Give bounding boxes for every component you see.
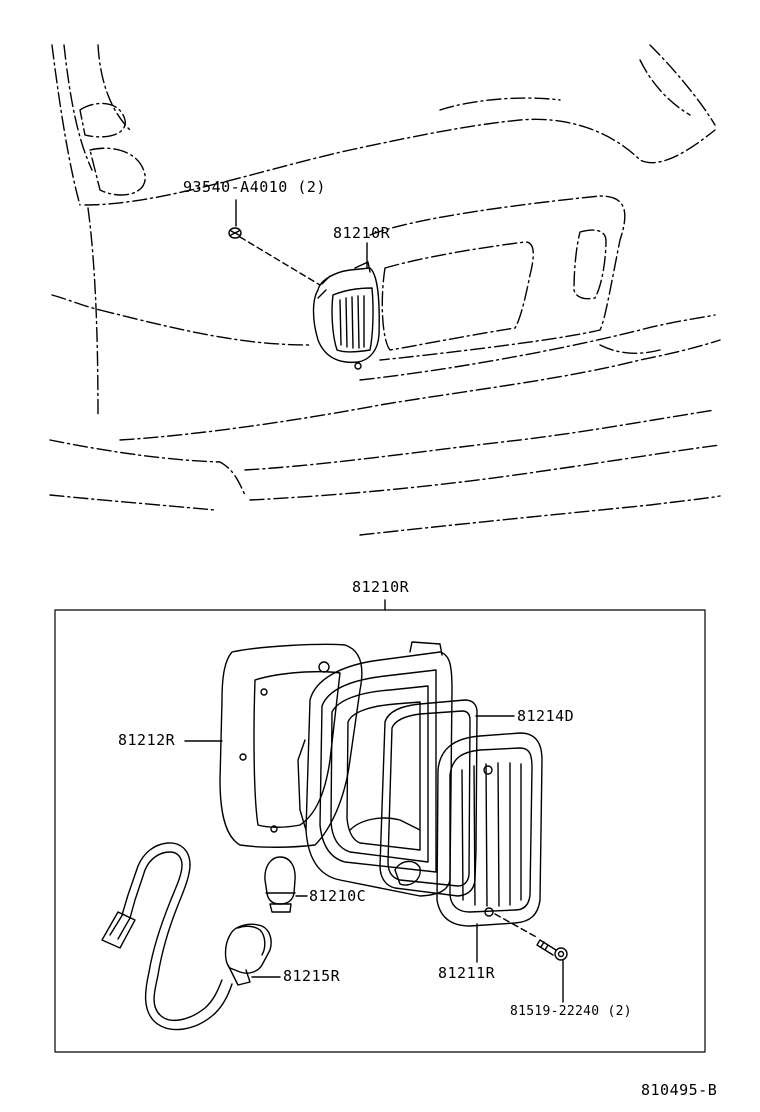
screw <box>536 939 568 961</box>
label-screw: 81519-22240 (2) <box>510 1004 632 1019</box>
vehicle-rear-outline <box>49 44 721 536</box>
label-grommet-top: 93540-A4010 (2) <box>183 178 326 196</box>
label-bulb: 81210C <box>309 887 367 905</box>
lamp-housing <box>297 641 453 897</box>
label-housing: 81212R <box>118 731 176 749</box>
license-lamp-installed <box>312 261 380 370</box>
bulb <box>264 856 296 913</box>
label-lens: 81211R <box>438 964 496 982</box>
housing-plate <box>219 643 363 848</box>
label-gasket: 81214D <box>517 707 575 725</box>
lens <box>436 732 543 927</box>
assembly-frame <box>54 609 706 1053</box>
label-socket: 81215R <box>283 967 341 985</box>
socket-harness <box>101 842 272 1031</box>
label-assembly: 81210R <box>352 578 410 596</box>
label-lamp-top: 81210R <box>333 224 391 242</box>
grommet-part <box>228 227 242 239</box>
drawing-number: 810495-B <box>641 1081 718 1099</box>
gasket <box>379 699 478 897</box>
